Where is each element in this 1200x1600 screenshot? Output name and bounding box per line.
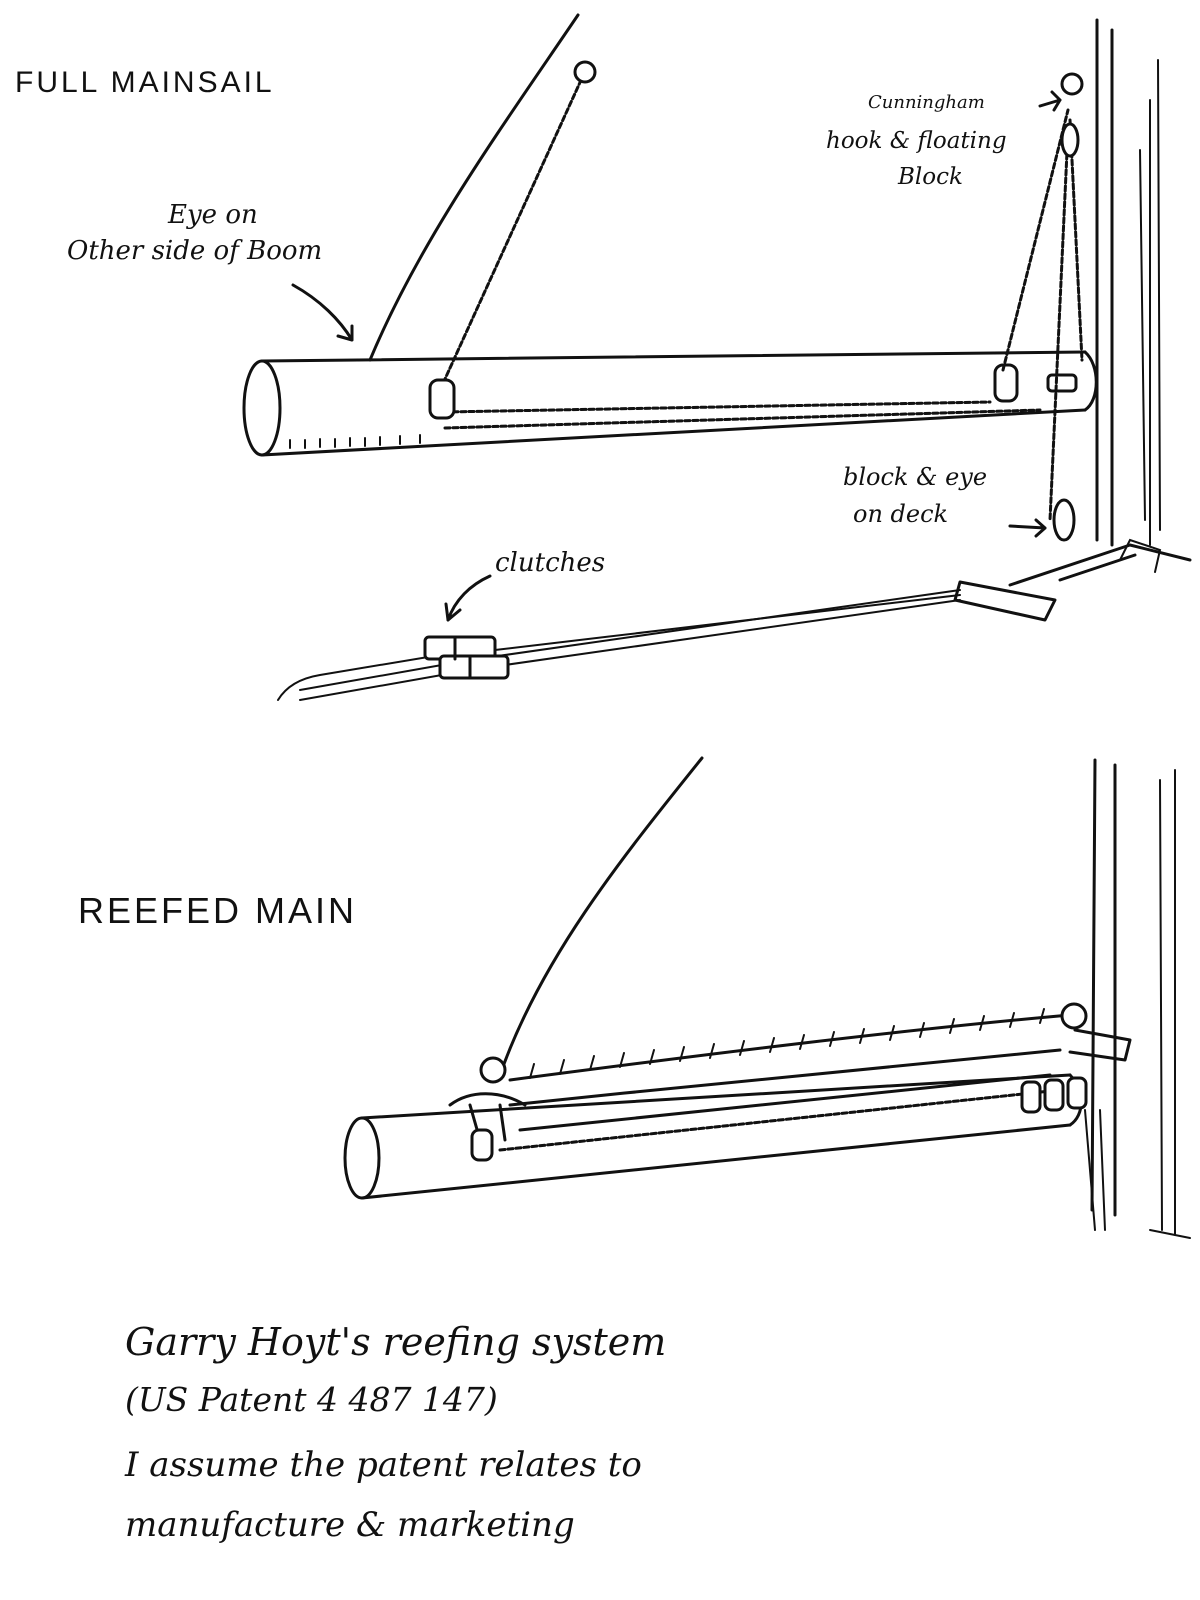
reef-line-top bbox=[438, 76, 584, 392]
eye-label-line2: Other side of Boom bbox=[67, 236, 323, 266]
boom-eye-icon bbox=[428, 378, 456, 420]
full-mainsail-title: FULL MAINSAIL bbox=[15, 66, 275, 99]
cunningham-label-line2: hook & floating bbox=[826, 128, 1007, 154]
caption-line4: manufacture & marketing bbox=[125, 1505, 575, 1545]
cunningham-label-line1: Cunningham bbox=[868, 92, 985, 113]
deck-block-icon bbox=[1052, 498, 1076, 542]
cunningham-line bbox=[1001, 108, 1070, 372]
clutches-icon bbox=[423, 635, 510, 680]
block-label-line2: on deck bbox=[853, 500, 949, 528]
deck-lines bbox=[277, 538, 1192, 701]
caption-line2: (US Patent 4 487 147) bbox=[125, 1380, 498, 1419]
boom-bottom bbox=[343, 1073, 1083, 1200]
caption-line3: I assume the patent relates to bbox=[125, 1445, 642, 1485]
cunningham-arrow-icon bbox=[1038, 90, 1062, 112]
gooseneck-blocks-icon bbox=[1020, 1076, 1088, 1114]
caption-line1: Garry Hoyt's reefing system bbox=[125, 1320, 667, 1364]
eye-label-line1: Eye on bbox=[168, 200, 258, 230]
deck-block-arrow-icon bbox=[1008, 518, 1047, 538]
eye-arrow-icon bbox=[291, 283, 354, 342]
cunningham-hook-icon bbox=[1060, 72, 1084, 96]
mast-top bbox=[1095, 18, 1161, 547]
reef-cringle-icon bbox=[573, 60, 597, 84]
cunningham-label-line3: Block bbox=[898, 164, 963, 190]
block-label-line1: block & eye bbox=[843, 463, 988, 491]
reef-cringle-bottom-icon bbox=[479, 1056, 507, 1084]
boom-top bbox=[242, 350, 1098, 457]
mast-bottom bbox=[1090, 758, 1191, 1239]
floating-block-icon bbox=[1060, 122, 1080, 158]
clutches-label: clutches bbox=[495, 548, 606, 578]
boom-block-icon bbox=[993, 363, 1019, 403]
clutches-arrow-icon bbox=[444, 574, 492, 622]
boom-fairlead-icon bbox=[1046, 373, 1078, 393]
reefed-sail-bundle bbox=[508, 1008, 1072, 1107]
tack-cringle-icon bbox=[1060, 1002, 1088, 1030]
sail-leech-top bbox=[368, 13, 580, 362]
sail-leech-bottom bbox=[498, 756, 704, 1077]
reefed-main-title: REEFED MAIN bbox=[78, 890, 358, 931]
